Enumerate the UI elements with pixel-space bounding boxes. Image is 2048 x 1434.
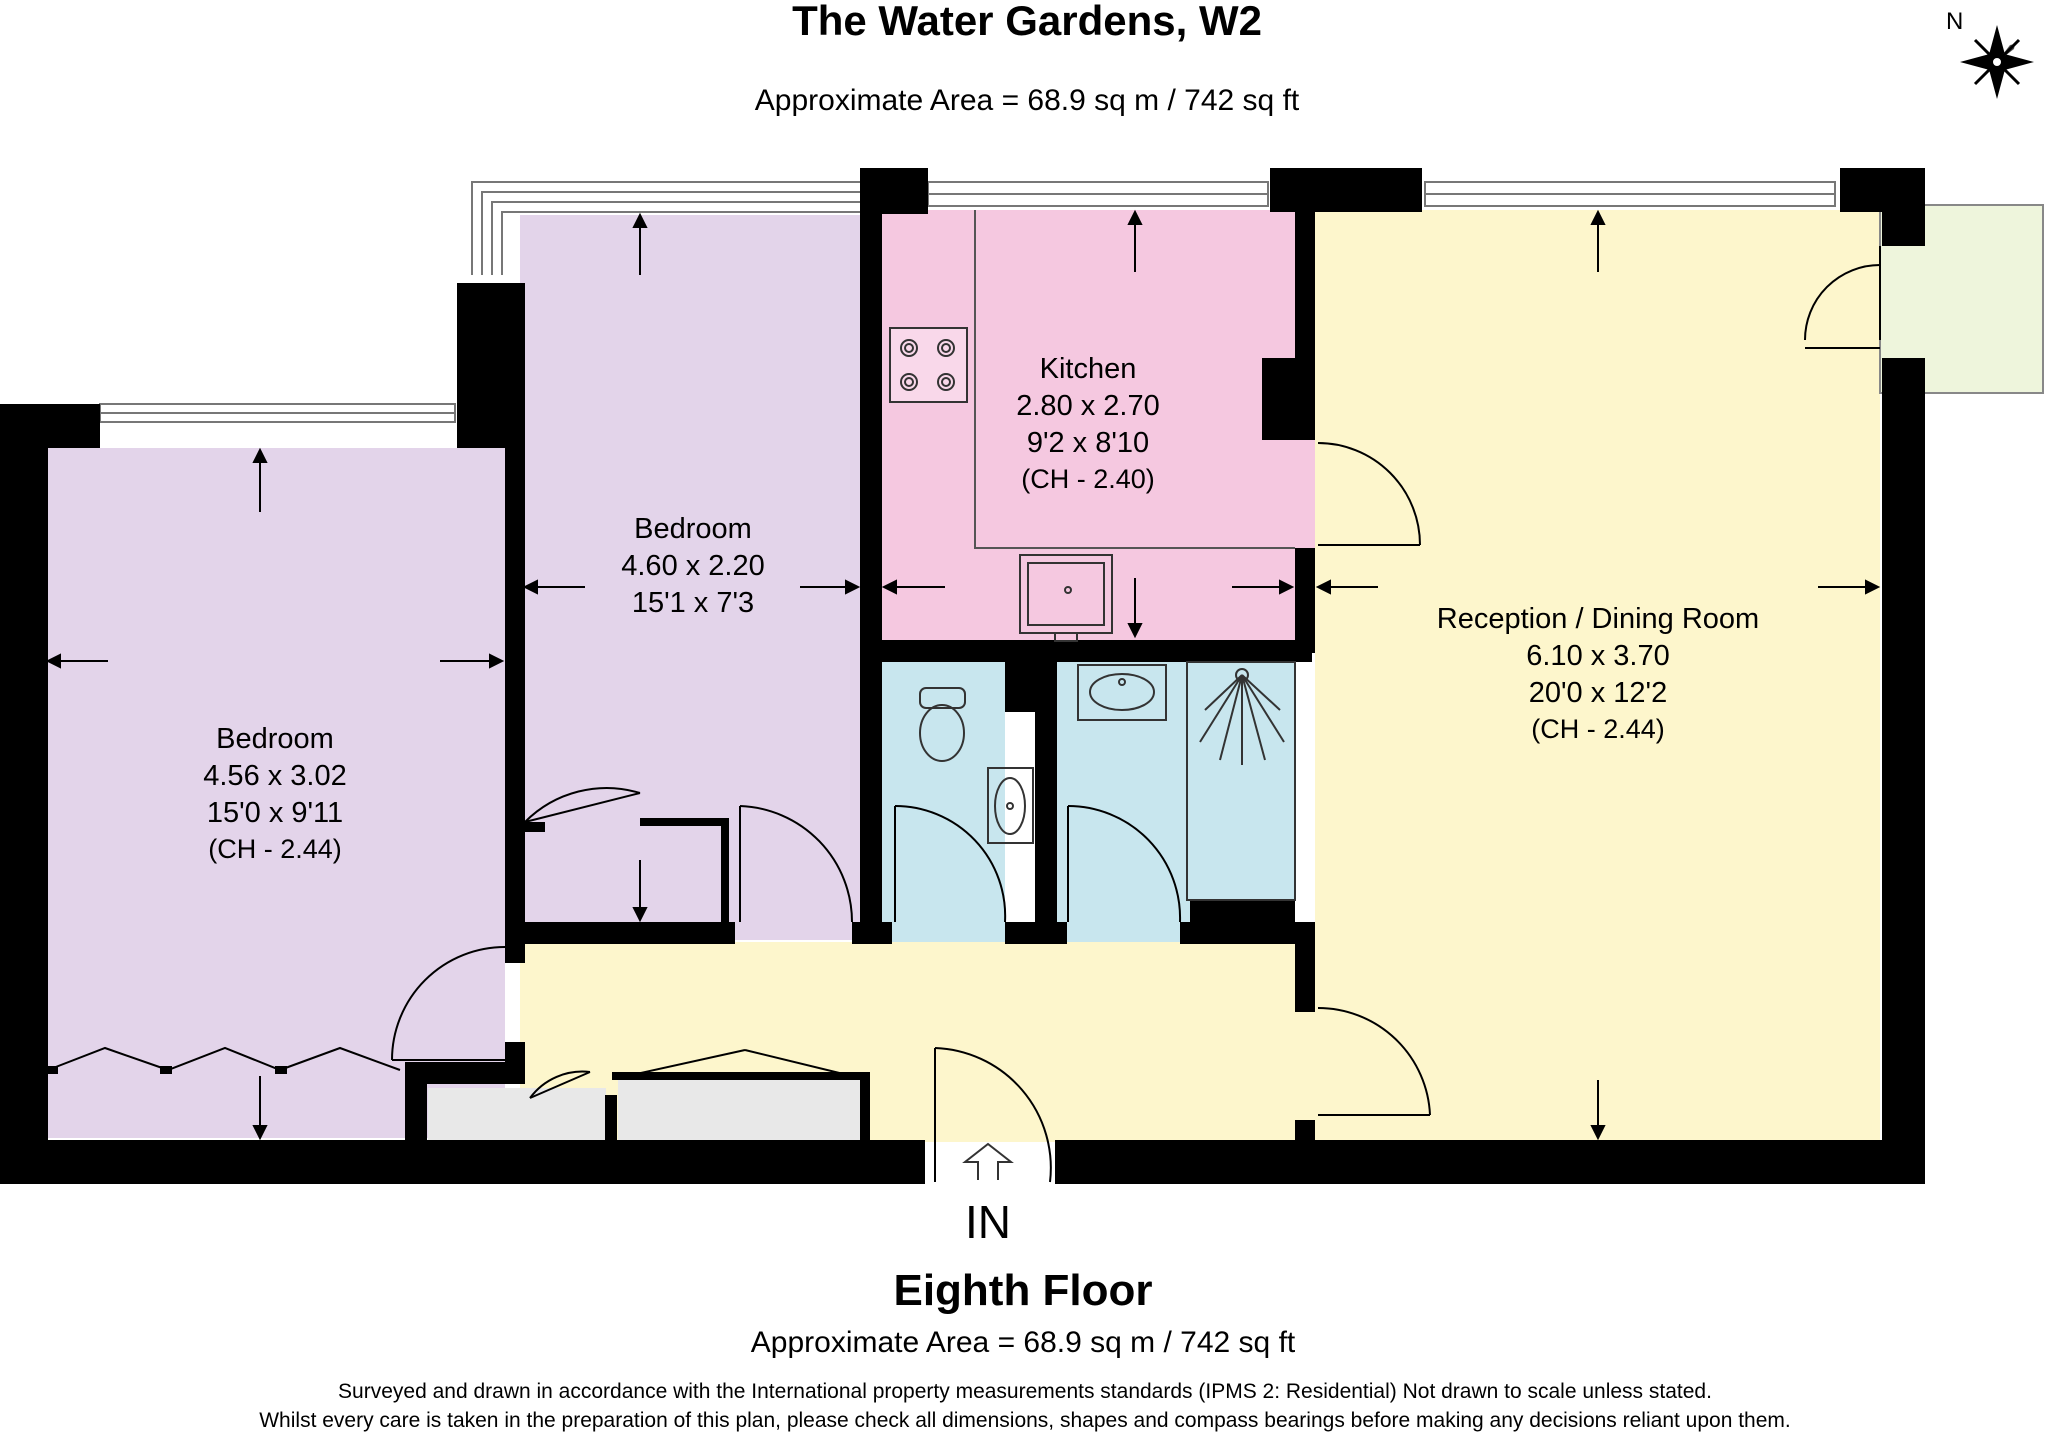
compass-north-label: N [1946,8,1963,35]
footer-area: Approximate Area = 68.9 sq m / 742 sq ft [751,1326,1296,1359]
doors [391,246,1881,1183]
reception-metric: 6.10 x 3.70 [1526,640,1670,672]
kitchen-floor [880,210,1318,640]
wardrobe-doors [47,1046,401,1074]
entrance-arrow-icon [962,1142,1014,1180]
walls [0,168,1925,1184]
reception-ceiling: (CH - 2.44) [1531,714,1665,744]
hob-icon [889,327,968,403]
compass-icon [1960,25,2034,99]
window-kitchen [927,181,1269,207]
bedroom-left-ceiling: (CH - 2.44) [208,834,342,864]
bedroom-left-name: Bedroom [216,723,334,755]
kitchen-imperial: 9'2 x 8'10 [1027,427,1149,459]
window-bedroom-left [99,403,456,423]
bedroom-left-floor [45,448,505,1138]
shower-icon [1186,661,1296,901]
kitchen-sink-icon [1019,554,1113,642]
window-bedroom-center [471,181,860,275]
shower-room-floor [1055,660,1295,942]
entrance-label: IN [965,1196,1011,1248]
basin-icon [1077,664,1167,721]
storage-cupboard-1 [428,1088,606,1140]
kitchen-ceiling: (CH - 2.40) [1021,464,1155,494]
reception-imperial: 20'0 x 12'2 [1529,677,1667,709]
bedroom-center-name: Bedroom [634,513,752,545]
reception-name: Reception / Dining Room [1437,603,1759,635]
kitchen-counter [974,210,1295,549]
bedroom-left-metric: 4.56 x 3.02 [203,760,347,792]
floor-name: Eighth Floor [893,1266,1152,1315]
reception-floor [1315,210,1880,1142]
room-label-bedroom-left: Bedroom 4.56 x 3.02 15'0 x 9'11 (CH - 2.… [203,723,347,864]
kitchen-metric: 2.80 x 2.70 [1016,390,1160,422]
page-title: The Water Gardens, W2 [792,0,1262,44]
disclaimer-line-2: Whilst every care is taken in the prepar… [259,1409,1791,1432]
storage-cupboard-2 [618,1078,860,1140]
window-reception [1424,181,1836,207]
bedroom-left-imperial: 15'0 x 9'11 [207,797,343,829]
kitchen-name: Kitchen [1040,353,1137,385]
room-label-kitchen: Kitchen 2.80 x 2.70 9'2 x 8'10 (CH - 2.4… [1016,353,1160,494]
disclaimer-line-1: Surveyed and drawn in accordance with th… [338,1380,1712,1403]
room-label-bedroom-center: Bedroom 4.60 x 2.20 15'1 x 7'3 [621,513,765,619]
bedroom-center-metric: 4.60 x 2.20 [621,550,765,582]
room-label-reception: Reception / Dining Room 6.10 x 3.70 20'0… [1437,603,1759,744]
wc-floor [880,660,1005,942]
dimension-arrows [45,209,1881,1141]
toilet-icon [919,687,966,762]
header-area: Approximate Area = 68.9 sq m / 742 sq ft [755,84,1300,117]
bedroom-center-imperial: 15'1 x 7'3 [632,587,754,619]
wc-basin-icon [987,767,1034,844]
